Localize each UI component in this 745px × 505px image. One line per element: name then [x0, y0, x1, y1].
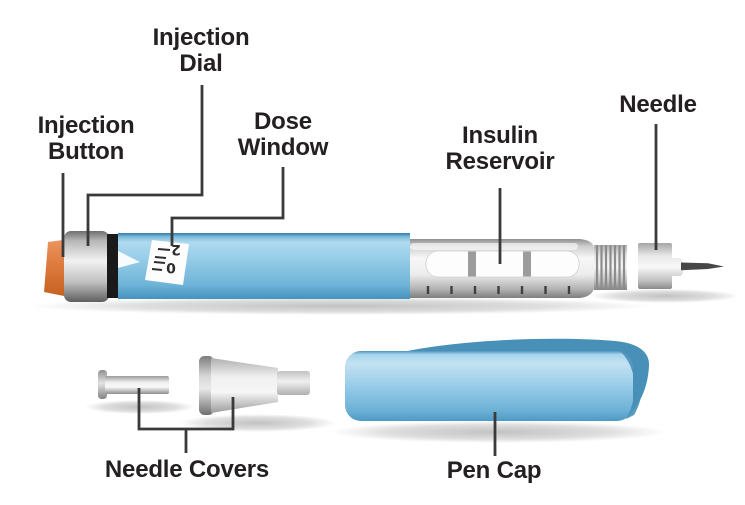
- leader-injection-dial: [86, 85, 204, 246]
- label-line: Dial: [179, 50, 223, 77]
- insulin-pen: 2 0: [44, 231, 724, 302]
- label-line: Needle: [619, 91, 697, 118]
- pen-cap-edge-fold: [621, 351, 643, 419]
- label-line: Injection: [152, 24, 250, 51]
- needle-part: [638, 243, 724, 289]
- needle-shadow: [590, 289, 740, 303]
- label-pen-cap: Pen Cap: [447, 458, 542, 484]
- reservoir-scale-ticks: [426, 286, 571, 294]
- label-line: Needle Covers: [104, 456, 270, 483]
- outer-needle-cover: [211, 358, 278, 413]
- needle-covers-part: [98, 356, 310, 415]
- leader-lines: [61, 85, 658, 456]
- label-needle: Needle: [619, 92, 697, 118]
- label-line: Pen Cap: [446, 457, 542, 484]
- label-line: Button: [47, 138, 125, 165]
- window-divider: [468, 251, 476, 277]
- injection-dial-part: [64, 231, 109, 302]
- label-line: Insulin: [462, 122, 538, 149]
- outer-cover-flange: [199, 356, 214, 415]
- retaining-ring: [107, 234, 120, 298]
- dose-window-part: 2 0: [145, 240, 189, 285]
- pen-cap-body: [345, 351, 633, 421]
- label-line: Dose: [254, 108, 312, 135]
- label-line: Reservoir: [445, 148, 555, 175]
- label-dose-window: Dose Window: [238, 109, 329, 161]
- pen-shadow: [30, 297, 650, 315]
- shadows: [30, 289, 740, 443]
- label-line: Window: [237, 134, 329, 161]
- needle-hub-nub: [670, 258, 683, 276]
- window-divider: [523, 251, 531, 277]
- dose-digit-0: 0: [166, 259, 176, 275]
- dose-digit-2: 2: [171, 241, 181, 257]
- outer-cover-shadow: [180, 414, 336, 432]
- inner-cover-end-disc: [98, 370, 107, 399]
- label-injection-dial: Injection Dial: [153, 25, 250, 77]
- inner-needle-cover: [105, 376, 169, 394]
- pen-cap-part: [345, 338, 650, 421]
- label-line: Injection: [37, 112, 135, 139]
- leader-dose-window: [170, 167, 285, 246]
- label-needle-covers: Needle Covers: [105, 457, 269, 483]
- reservoir-highlight: [410, 243, 578, 250]
- outer-cover-tip: [277, 371, 310, 395]
- dose-window-glass: [145, 240, 189, 285]
- label-injection-button: Injection Button: [38, 113, 135, 165]
- needle-hub: [638, 243, 672, 289]
- dose-pointer-icon: [118, 251, 140, 268]
- pen-cap-shadow: [330, 421, 666, 443]
- label-insulin-reservoir: Insulin Reservoir: [446, 123, 555, 175]
- thread-ridges: [595, 245, 626, 290]
- reservoir-window: [425, 250, 580, 278]
- needle-shaft: [681, 262, 724, 271]
- dose-window-dashes: [151, 248, 171, 271]
- insulin-reservoir-part: [407, 239, 627, 298]
